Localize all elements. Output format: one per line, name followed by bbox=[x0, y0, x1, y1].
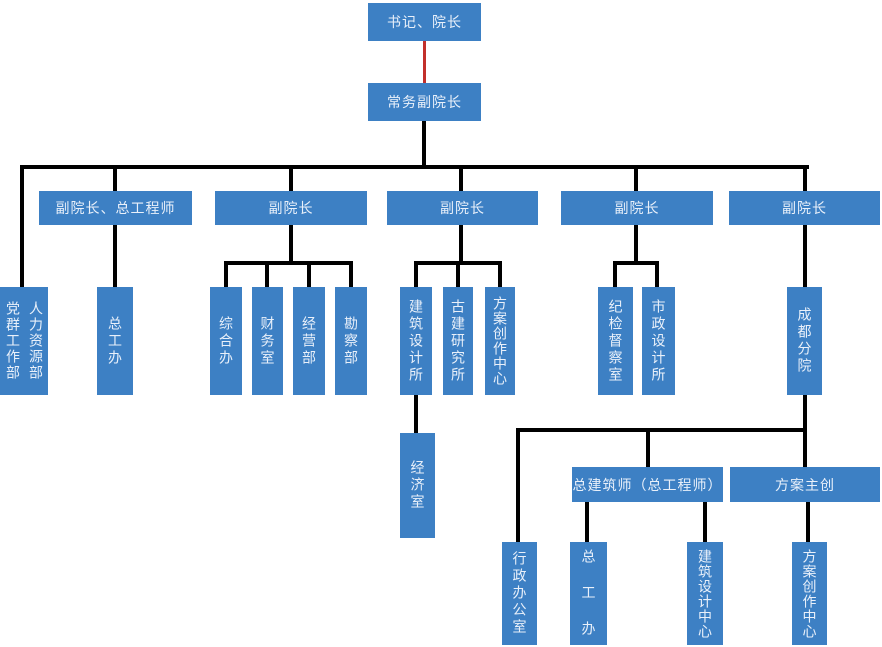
connector-drop-zhb bbox=[224, 263, 228, 287]
node-architecture-design-institute-label: 建筑设计所 bbox=[408, 298, 425, 384]
node-vice-dean-4-label: 副院长 bbox=[782, 200, 827, 216]
connector-drop-jzsjs bbox=[414, 263, 418, 287]
node-vice-dean-2-label: 副院长 bbox=[440, 200, 485, 216]
connector-drop-vd1 bbox=[289, 169, 293, 191]
connector-drop-gjyjs bbox=[456, 263, 460, 287]
node-vice-dean-4: 副院长 bbox=[729, 191, 880, 225]
node-scheme-lead: 方案主创 bbox=[730, 467, 880, 502]
node-heritage-research-institute-label: 古建研究所 bbox=[450, 298, 467, 384]
connector-drop-vd2 bbox=[459, 169, 463, 191]
node-vice-dean-1-label: 副院长 bbox=[268, 200, 314, 216]
connector-red-dean-to-exec bbox=[423, 41, 426, 83]
connector-vd3-down bbox=[634, 225, 638, 263]
node-architecture-design-institute: 建筑设计所 bbox=[400, 287, 432, 395]
node-survey-dept: 勘察部 bbox=[335, 287, 367, 395]
node-party-dept-label: 党群工作部 bbox=[5, 301, 21, 381]
node-finance-office: 财务室 bbox=[252, 287, 283, 395]
node-general-office-label: 综合办 bbox=[218, 315, 235, 367]
connector-stub-branch-jzsjzx bbox=[703, 502, 707, 542]
node-vice-dean-chief-engineer: 副院长、总工程师 bbox=[39, 191, 192, 225]
connector-vdchief-to-zgb bbox=[113, 225, 117, 287]
node-economy-office: 经济室 bbox=[400, 433, 435, 538]
connector-drop-scheme-lead bbox=[803, 432, 807, 467]
node-admin-office: 行政办公室 bbox=[502, 542, 537, 645]
node-discipline-inspection-office: 纪检督察室 bbox=[598, 287, 633, 395]
node-branch-creation-center-label: 方案创作中心 bbox=[801, 548, 818, 639]
node-chief-architect: 总建筑师（总工程师） bbox=[572, 467, 723, 502]
connector-chengdu-down bbox=[803, 395, 807, 428]
node-municipal-design-institute: 市政设计所 bbox=[642, 287, 675, 395]
connector-stub-branch-faczzx bbox=[806, 502, 810, 542]
connector-main-bus bbox=[20, 165, 809, 169]
connector-drop-chief-architect bbox=[646, 432, 650, 467]
connector-bus-chengdu bbox=[516, 428, 807, 432]
node-branch-architecture-center-label: 建筑设计中心 bbox=[697, 548, 714, 639]
node-discipline-inspection-office-label: 纪检督察室 bbox=[607, 298, 624, 384]
node-vice-dean-chief-engineer-label: 副院长、总工程师 bbox=[55, 200, 176, 216]
node-hr-dept-label: 人力资源部 bbox=[28, 301, 44, 381]
connector-drop-admin-office bbox=[516, 428, 520, 542]
node-branch-creation-center: 方案创作中心 bbox=[792, 542, 827, 645]
node-municipal-design-institute-label: 市政设计所 bbox=[650, 298, 667, 384]
connector-drop-vd-chief bbox=[113, 169, 117, 191]
node-branch-chief-engineer-office-label: 总 工 办 bbox=[580, 549, 597, 638]
node-heritage-research-institute: 古建研究所 bbox=[443, 287, 473, 395]
node-chief-architect-label: 总建筑师（总工程师） bbox=[572, 476, 723, 493]
node-chief-engineer-office: 总工办 bbox=[97, 287, 133, 395]
connector-drop-hr-party bbox=[20, 165, 24, 287]
connector-vd4-to-chengdu bbox=[803, 225, 807, 287]
connector-drop-szsjs bbox=[655, 263, 659, 287]
node-branch-chief-engineer-office: 总 工 办 bbox=[570, 542, 607, 645]
connector-bus-vd1 bbox=[224, 261, 353, 265]
node-exec-vice-dean: 常务副院长 bbox=[368, 83, 481, 121]
node-vice-dean-3: 副院长 bbox=[561, 191, 713, 225]
node-admin-office-label: 行政办公室 bbox=[511, 551, 528, 636]
node-dean: 书记、院长 bbox=[368, 3, 481, 41]
node-operations-dept: 经营部 bbox=[293, 287, 325, 395]
node-scheme-creation-center: 方案创作中心 bbox=[485, 287, 515, 395]
node-chengdu-branch: 成都分院 bbox=[787, 287, 822, 395]
node-finance-office-label: 财务室 bbox=[259, 315, 276, 367]
node-vice-dean-1: 副院长 bbox=[215, 191, 367, 225]
connector-drop-kcb bbox=[349, 263, 353, 287]
node-chief-engineer-office-label: 总工办 bbox=[107, 315, 124, 367]
node-chengdu-branch-label: 成都分院 bbox=[796, 307, 813, 375]
node-vice-dean-2: 副院长 bbox=[387, 191, 538, 225]
connector-vd1-down bbox=[289, 225, 293, 263]
node-scheme-lead-label: 方案主创 bbox=[775, 476, 835, 493]
node-economy-office-label: 经济室 bbox=[409, 460, 426, 511]
connector-drop-jjdcs bbox=[613, 263, 617, 287]
node-dean-label: 书记、院长 bbox=[387, 14, 462, 30]
connector-drop-faczzx bbox=[498, 263, 502, 287]
node-hr-party-dept: 人力资源部 党群工作部 bbox=[0, 287, 48, 395]
connector-drop-cws bbox=[265, 263, 269, 287]
connector-jzsjs-to-jjs bbox=[414, 395, 418, 433]
node-exec-vice-dean-label: 常务副院长 bbox=[387, 94, 462, 110]
connector-drop-vd3 bbox=[634, 169, 638, 191]
node-vice-dean-3-label: 副院长 bbox=[614, 200, 660, 216]
connector-vd2-down bbox=[459, 225, 463, 263]
node-branch-architecture-center: 建筑设计中心 bbox=[687, 542, 723, 645]
connector-drop-jyb bbox=[307, 263, 311, 287]
connector-exec-to-bus bbox=[422, 121, 426, 167]
node-operations-dept-label: 经营部 bbox=[301, 315, 318, 367]
connector-drop-vd4 bbox=[803, 169, 807, 191]
connector-stub-branch-zgb bbox=[585, 502, 589, 542]
node-survey-dept-label: 勘察部 bbox=[343, 315, 360, 367]
node-general-office: 综合办 bbox=[210, 287, 242, 395]
connector-bus-vd3 bbox=[613, 261, 659, 265]
node-scheme-creation-center-label: 方案创作中心 bbox=[492, 296, 509, 386]
